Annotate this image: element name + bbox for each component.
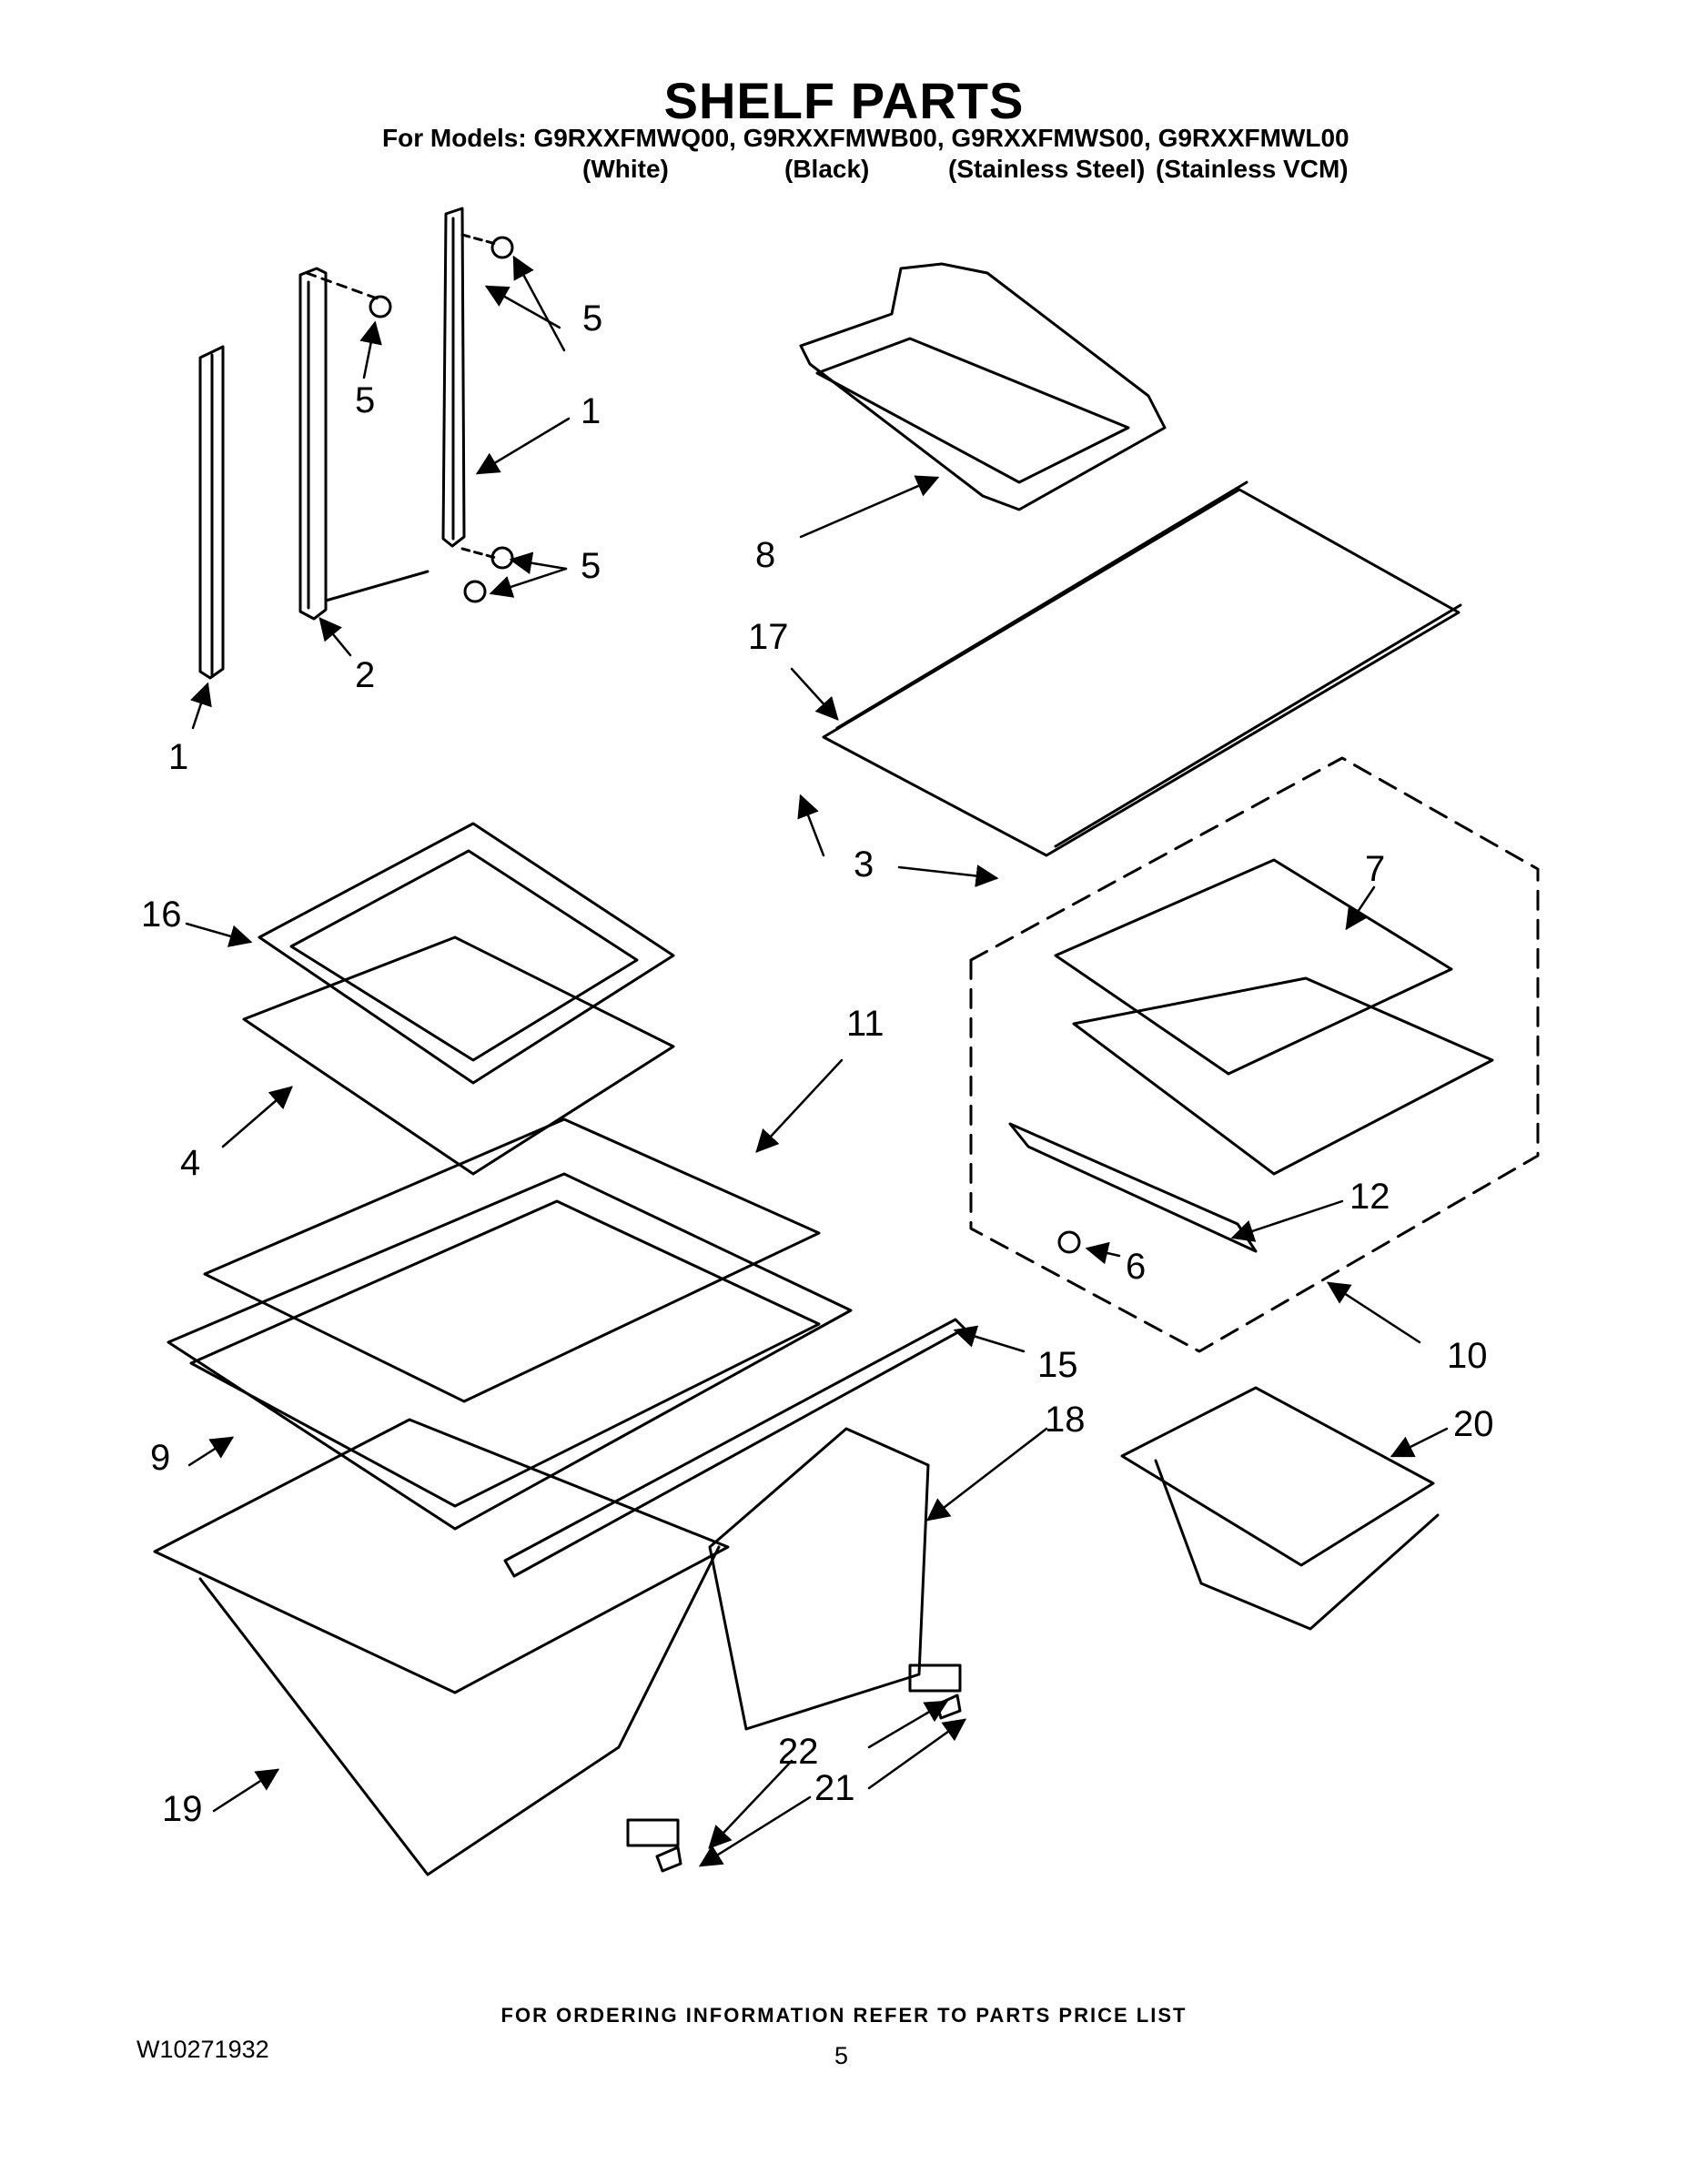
variant-white: (White) [582, 155, 669, 183]
shelf-support-part-4 [242, 935, 675, 1176]
crisper-drawer-part-19 [153, 1418, 730, 1876]
screw-icons [369, 236, 1081, 1254]
callout-8: 8 [755, 535, 776, 575]
document-number: W10271932 [136, 2036, 269, 2063]
callout-21: 21 [814, 1768, 855, 1808]
callout-5-left: 5 [355, 380, 376, 420]
shelf-frame-part-16 [258, 822, 675, 1085]
bin-part-8 [799, 262, 1167, 511]
callout-16: 16 [141, 895, 182, 935]
page-title: SHELF PARTS [663, 72, 1025, 129]
ordering-note: FOR ORDERING INFORMATION REFER TO PARTS … [500, 2004, 1188, 2027]
callout-3: 3 [854, 844, 874, 885]
callout-22: 22 [778, 1732, 819, 1772]
glass-part-11 [203, 1117, 821, 1403]
callout-2: 2 [355, 655, 376, 695]
callout-7: 7 [1365, 849, 1386, 889]
page-number: 5 [834, 2042, 849, 2069]
frame-part-9 [167, 1172, 853, 1531]
callout-leaders [185, 255, 1449, 1867]
callout-15: 15 [1037, 1345, 1078, 1385]
callout-17: 17 [748, 617, 789, 657]
rail-part-1-left [198, 345, 225, 680]
callout-1-right: 1 [581, 391, 601, 431]
callout-12: 12 [1349, 1177, 1390, 1217]
callout-5-top: 5 [582, 298, 603, 339]
variant-black: (Black) [784, 155, 870, 183]
crisper-drawer-part-18 [708, 1427, 930, 1731]
callout-10: 10 [1447, 1336, 1488, 1376]
callout-6: 6 [1126, 1247, 1147, 1287]
variant-stainless-vcm: (Stainless VCM) [1156, 155, 1349, 183]
callout-20: 20 [1453, 1404, 1494, 1444]
rail-part-2 [298, 267, 430, 621]
callout-9: 9 [150, 1438, 171, 1478]
assembly-group-part-10 [969, 756, 1540, 1353]
callout-11: 11 [846, 1004, 884, 1044]
rail-part-1-right [441, 207, 498, 560]
callout-19: 19 [162, 1789, 203, 1829]
drawer-part-20 [1120, 1386, 1440, 1631]
callout-1-left: 1 [168, 737, 189, 777]
variant-stainless-steel: (Stainless Steel) [948, 155, 1146, 183]
callout-18: 18 [1045, 1400, 1086, 1440]
models-line: For Models: G9RXXFMWQ00, G9RXXFMWB00, G9… [382, 124, 1349, 152]
wire-shelf-part-17 [822, 480, 1462, 857]
callout-5-bottom: 5 [581, 546, 601, 586]
callout-4: 4 [180, 1143, 201, 1183]
